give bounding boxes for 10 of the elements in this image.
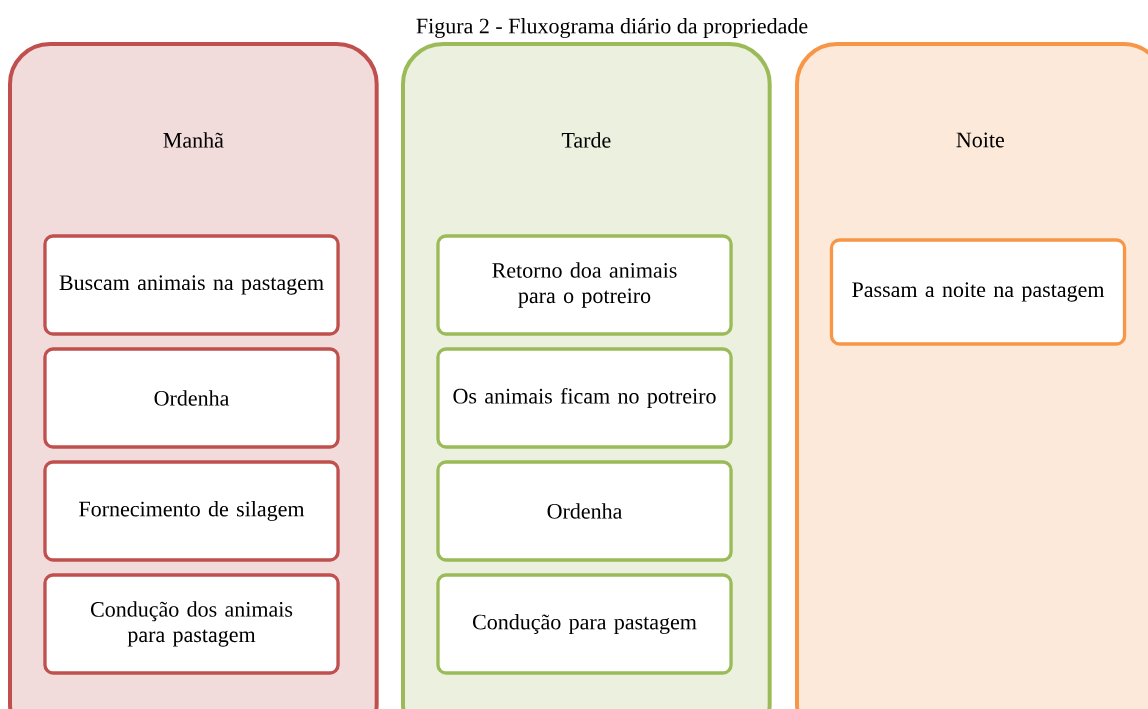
step-box: Retorno doa animais para o potreiro bbox=[436, 234, 733, 336]
step-box: Ordenha bbox=[436, 460, 733, 562]
step-box: Buscam animais na pastagem bbox=[43, 234, 340, 336]
step-box: Condução para pastagem bbox=[436, 573, 733, 675]
step-box: Fornecimento de silagem bbox=[43, 460, 340, 562]
step-box: Os animais ficam no potreiro bbox=[436, 347, 733, 449]
figure-title: Figura 2 - Fluxograma diário da propriedade bbox=[416, 18, 808, 38]
step-box: Condução dos animais para pastagem bbox=[43, 573, 340, 675]
step-box: Ordenha bbox=[43, 347, 340, 449]
step-box: Passam a noite na pastagem bbox=[829, 238, 1127, 346]
